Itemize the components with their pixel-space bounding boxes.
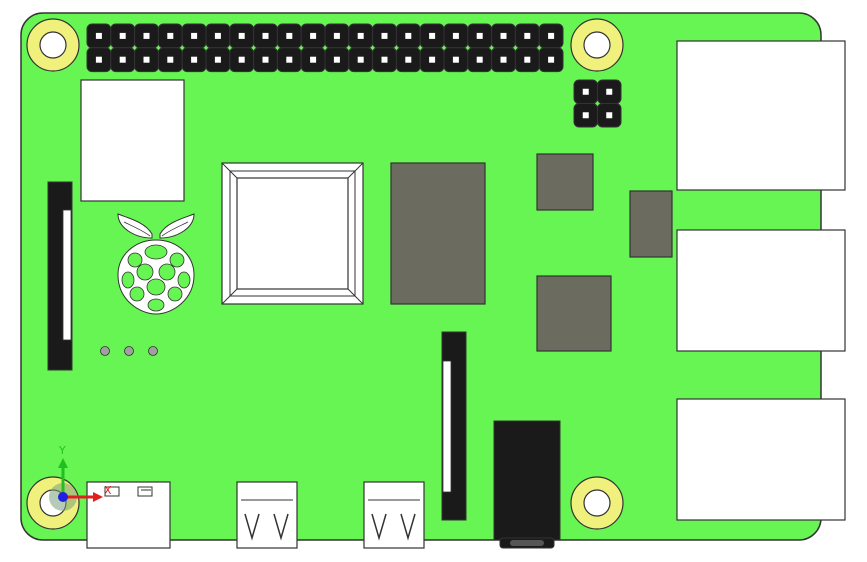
- gpio-pin-tip: [548, 56, 555, 63]
- gpio-pin-tip: [310, 56, 317, 63]
- gpio-pin-tip: [429, 56, 436, 63]
- wifi-module: [80, 79, 185, 202]
- gpio-pin-tip: [119, 32, 126, 39]
- gpio-pin-tip: [286, 56, 293, 63]
- ram-chip: [390, 162, 486, 305]
- gpio-pin-tip: [429, 32, 436, 39]
- gpio-pin-tip: [452, 32, 459, 39]
- gpio-pin-tip: [500, 56, 507, 63]
- gpio-pin-tip: [191, 56, 198, 63]
- micro-hdmi-port-1: [363, 481, 425, 549]
- gpio-pin-tip: [95, 32, 102, 39]
- gpio-pin-tip: [167, 32, 174, 39]
- axis-triad: Y X: [49, 444, 112, 511]
- gpio-pin-tip: [381, 56, 388, 63]
- poe-header: [573, 79, 622, 128]
- gpio-pin-tip: [357, 56, 364, 63]
- display-connector: [47, 181, 73, 371]
- raspberry-logo: [117, 213, 195, 315]
- usb-controller-chip: [536, 153, 594, 211]
- gpio-pin-tip: [214, 32, 221, 39]
- gpio-pin-tip: [191, 32, 198, 39]
- audio-jack: [493, 420, 561, 549]
- poe-pin-tip: [606, 88, 613, 95]
- poe-pin-tip: [606, 112, 613, 119]
- gpio-pin-tip: [95, 56, 102, 63]
- gpio-pin-tip: [143, 56, 150, 63]
- status-leds: [100, 346, 158, 356]
- gpio-pin-tip: [238, 32, 245, 39]
- gpio-pin-tip: [452, 56, 459, 63]
- gpio-pin-tip: [381, 32, 388, 39]
- gpio-pin-tip: [476, 56, 483, 63]
- gpio-pin-tip: [286, 32, 293, 39]
- poe-pin-tip: [582, 88, 589, 95]
- gpio-pin-tip: [214, 56, 221, 63]
- gpio-pin-tip: [119, 56, 126, 63]
- gpio-pin-tip: [333, 56, 340, 63]
- gpio-pin-tip: [524, 56, 531, 63]
- camera-connector: [441, 331, 467, 521]
- gpio-pin-tip: [262, 56, 269, 63]
- gpio-header: [86, 23, 564, 73]
- gpio-pin-tip: [405, 32, 412, 39]
- ethernet-controller-chip: [536, 275, 612, 352]
- gpio-pin-tip: [357, 32, 364, 39]
- gpio-pin-tip: [143, 32, 150, 39]
- gpio-pin-tip: [405, 56, 412, 63]
- gpio-pin-tip: [238, 56, 245, 63]
- gpio-pin-tip: [500, 32, 507, 39]
- gpio-pin-tip: [310, 32, 317, 39]
- usb-port-right-lower: [676, 229, 846, 352]
- gpio-pin-tip: [476, 32, 483, 39]
- mounting-hole-top-right: [570, 18, 624, 72]
- gpio-pin-tip: [167, 56, 174, 63]
- axis-x-label: X: [104, 484, 112, 497]
- gpio-pin-tip: [524, 32, 531, 39]
- gpio-pin-tip: [262, 32, 269, 39]
- poe-pin-tip: [582, 112, 589, 119]
- gpio-pin-tip: [333, 32, 340, 39]
- mounting-hole-bottom-right: [570, 476, 624, 530]
- soc-chip: [221, 162, 364, 305]
- pmic-chip: [629, 190, 673, 258]
- usb-c-power-port: [86, 481, 171, 549]
- micro-hdmi-port-0: [236, 481, 298, 549]
- usb-port-right-upper: [676, 40, 846, 191]
- gpio-pin-tip: [548, 32, 555, 39]
- axis-y-label: Y: [58, 444, 66, 457]
- mounting-hole-top-left: [26, 18, 80, 72]
- ethernet-port: [676, 398, 846, 521]
